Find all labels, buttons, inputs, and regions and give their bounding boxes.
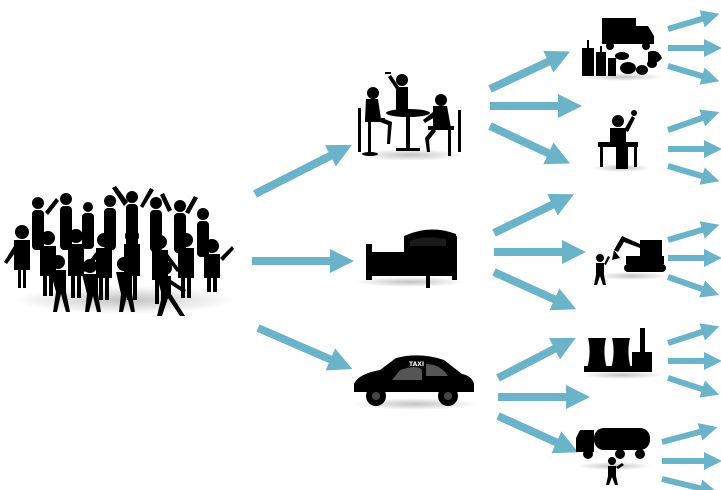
arrow-taxi-to-power-plant [498,347,558,378]
arrow-supply-out-3 [668,66,705,77]
arrow-crowd-to-restaurant [255,154,334,194]
food-supply-icon [580,18,664,81]
excavator-icon [594,236,668,285]
power-plant-icon [582,328,662,379]
arrow-supply-out-1 [668,18,705,29]
taxi-icon: TAXI [353,355,477,410]
arrow-bartender-out-3 [668,166,705,177]
arrow-taxi-to-tanker-2 [498,416,560,444]
arrow-bartender-out-1 [668,117,705,130]
arrow-hotel-to-power-plant [494,272,558,301]
crowd-icon [4,186,235,316]
restaurant-icon [358,72,462,161]
arrow-tanker-out-3 [662,479,703,489]
arrow-excavator-out-3 [668,277,705,290]
arrow-power-plant-out-1 [668,331,705,343]
arrow-tanker-out-1 [662,431,703,442]
hotel-bed-icon [355,229,465,288]
arrow-restaurant-to-supply [490,60,552,89]
tanker-truck-icon [576,428,652,485]
arrow-excavator-out-1 [668,229,705,240]
arrow-power-plant-out-3 [668,378,705,390]
bartender-icon [592,110,652,172]
arrow-hotel-to-bartender [494,203,556,233]
arrow-crowd-to-taxi [258,328,334,361]
taxi-sign-label: TAXI [409,361,424,368]
arrow-restaurant-to-bartender-2 [490,126,552,155]
